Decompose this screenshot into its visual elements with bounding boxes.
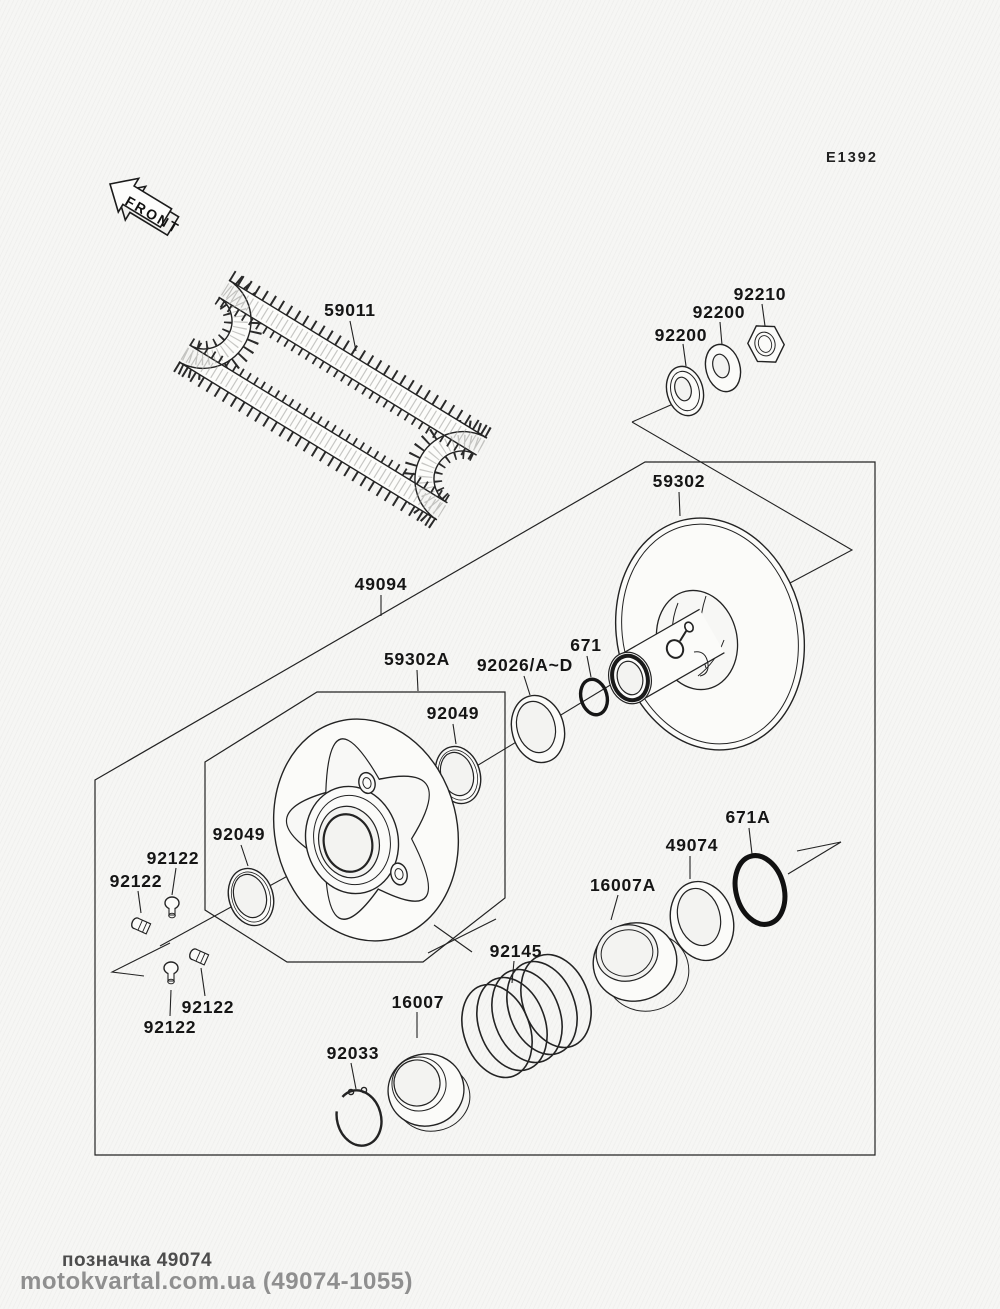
washer-lower-rim (670, 370, 700, 412)
arrow-pointer-left (110, 942, 171, 977)
cam-roller-top (358, 771, 376, 795)
part-label-92122-top: 92122 (147, 848, 200, 868)
leader-59011 (349, 320, 357, 352)
leader-92049-right (452, 723, 457, 745)
hub-rim (313, 794, 391, 886)
axis-line-bottom-cross (433, 924, 473, 953)
leader-92210 (761, 303, 766, 327)
leader-92122-bottom (169, 989, 172, 1017)
leader-92200-upper (719, 321, 723, 346)
nut-bore (754, 331, 776, 357)
leader-92026 (523, 675, 531, 696)
part-label-92145: 92145 (490, 941, 543, 961)
leader-92049-left (240, 844, 249, 867)
leader-92033 (350, 1062, 357, 1090)
page-code: E1392 (826, 150, 878, 166)
sleeve-end-ring (610, 653, 650, 703)
part-label-92200-lower: 92200 (655, 325, 708, 345)
cam-roller-bottom (390, 862, 408, 886)
arrow-pointer-right (787, 841, 842, 875)
part-label-92122-bottom: 92122 (144, 1017, 197, 1037)
sleeve-keyhole-slot (665, 621, 694, 659)
part-label-92049-right: 92049 (427, 703, 480, 723)
bearing-cup (592, 922, 690, 1012)
outer-box (94, 461, 876, 1156)
part-label-671: 671 (570, 635, 602, 655)
leader-671a (748, 827, 753, 855)
pulley-fixed-sheave (608, 517, 806, 751)
leader-92200-lower (682, 343, 687, 367)
movable-sheave (272, 718, 460, 942)
part-label-59302a: 59302A (384, 649, 450, 669)
front-arrow: FRONT (108, 177, 183, 237)
o-ring-small (578, 677, 610, 717)
watermark-site: motokvartal.com.ua (49074-1055) (20, 1268, 414, 1295)
leader-16007a (610, 894, 619, 921)
leader-lines (137, 303, 766, 1090)
part-label-671a: 671A (725, 807, 770, 827)
fastener-cluster (665, 325, 785, 417)
part-label-92122-right: 92122 (182, 997, 235, 1017)
part-label-59302: 59302 (653, 471, 706, 491)
chevron-pointer-top (631, 421, 854, 584)
sleeve-bottom-edge (642, 652, 725, 701)
sleeve-j-slot (693, 651, 709, 677)
part-label-92200-upper: 92200 (693, 302, 746, 322)
spring (461, 953, 592, 1079)
nut-thread (757, 335, 773, 353)
plug-top (164, 896, 180, 919)
belt-surface-hatch (180, 282, 486, 518)
front-arrow-face (108, 177, 173, 229)
perspective-boxes (94, 403, 876, 1156)
part-label-49094: 49094 (355, 574, 408, 594)
washer-lower-hole (674, 376, 692, 402)
hub-bore-inner (322, 813, 374, 873)
leader-59302a (416, 669, 419, 692)
seal-left (227, 867, 275, 927)
part-label-92033: 92033 (327, 1043, 380, 1063)
washer-upper-hole (712, 353, 730, 379)
part-label-16007: 16007 (392, 992, 445, 1012)
circlip (335, 1086, 383, 1147)
part-label-92210: 92210 (734, 284, 787, 304)
leader-59302 (678, 491, 681, 517)
part-callouts: 59011 92210 92200 92200 59302 49094 5930… (110, 284, 787, 1063)
o-ring-large (732, 853, 788, 927)
part-label-16007a: 16007A (590, 875, 656, 895)
plug-bottom (163, 961, 179, 985)
nut-hex (747, 325, 785, 363)
spring-seat (387, 1053, 471, 1132)
drive-belt (173, 270, 493, 530)
washer-flat (669, 880, 735, 962)
inner-box (204, 691, 506, 963)
leader-92122-right (200, 967, 206, 997)
shim-set (510, 694, 566, 764)
plug-left (131, 917, 152, 935)
leader-671 (586, 655, 592, 678)
part-label-59011: 59011 (324, 300, 376, 320)
hub-vane-3 (697, 639, 725, 677)
part-label-49074: 49074 (666, 835, 719, 855)
part-label-92122-left: 92122 (110, 871, 163, 891)
plug-right (189, 948, 210, 966)
sleeve-top-edge (617, 608, 700, 657)
sleeve-bore (616, 660, 644, 696)
part-label-92026: 92026/A~D (477, 655, 573, 675)
leader-92122-top (171, 867, 177, 896)
axis-line-bottom-cluster (427, 918, 497, 954)
fastener-axis-line (631, 403, 674, 423)
watermark-note: позначка 49074 (62, 1250, 213, 1271)
leader-92122-left (137, 890, 142, 914)
part-label-92049-left: 92049 (213, 824, 266, 844)
leader-92145 (511, 960, 515, 984)
